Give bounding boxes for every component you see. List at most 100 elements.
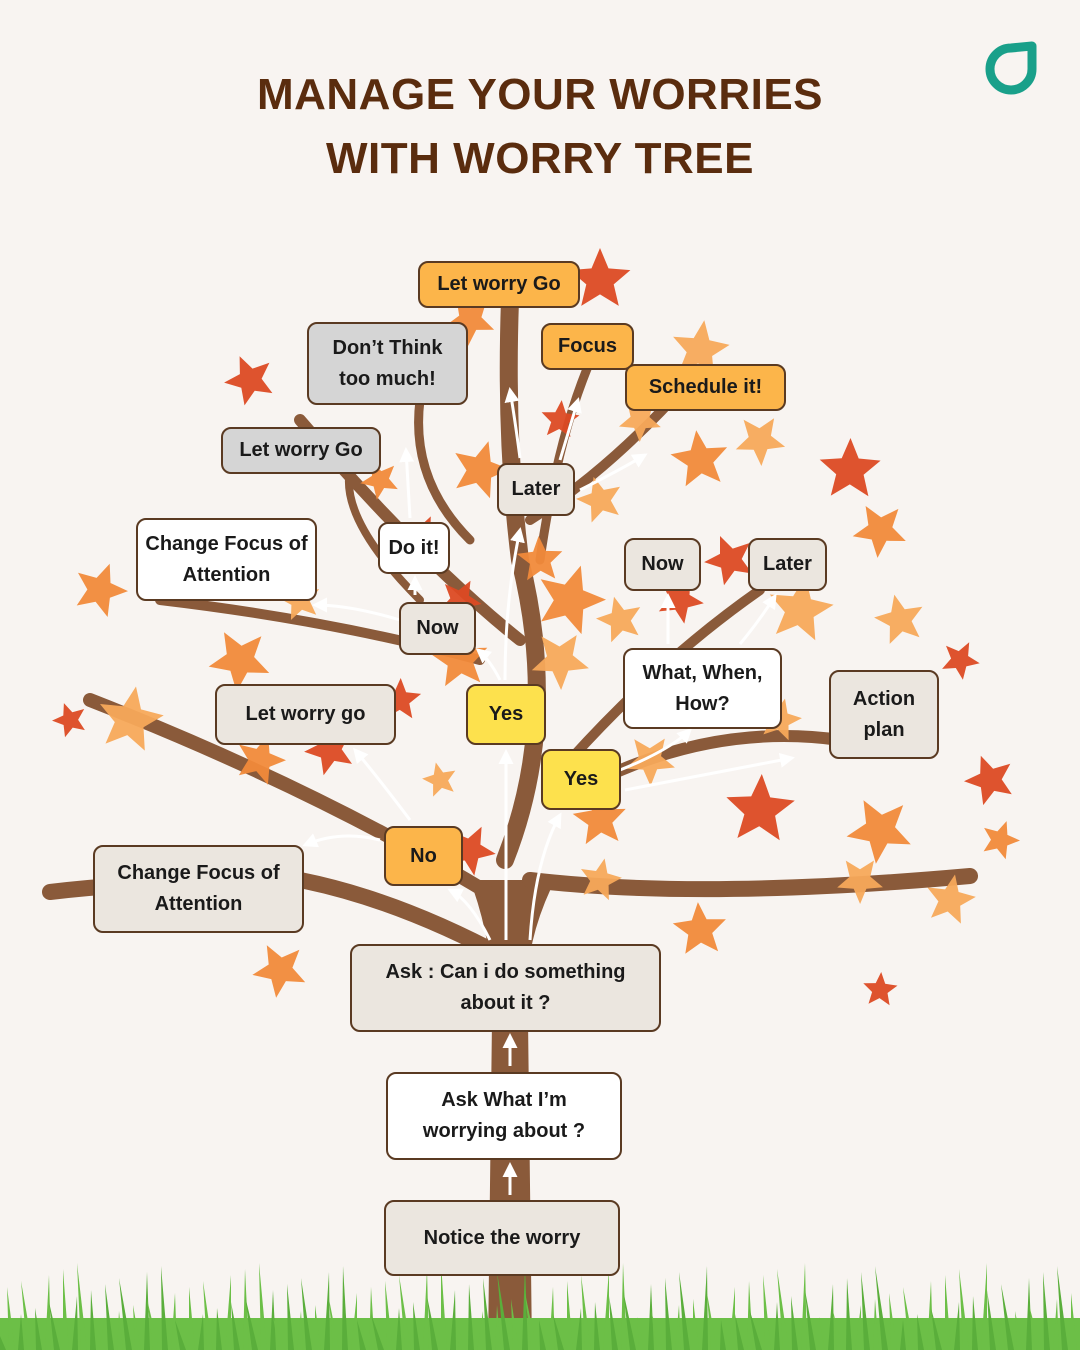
maple-leaf [819, 438, 881, 497]
grass-blade [161, 1266, 168, 1350]
grass-blade [539, 1320, 546, 1350]
grass-blade [720, 1320, 726, 1350]
flow-arrow [624, 752, 795, 792]
maple-leaf [576, 476, 620, 523]
grass-blade [342, 1266, 348, 1350]
grass-blade [329, 1299, 339, 1350]
grass-blade [1053, 1299, 1059, 1350]
grass-blade [77, 1263, 87, 1350]
grass-blade [231, 1302, 240, 1350]
grass-blade [385, 1281, 393, 1350]
grass-blade [875, 1266, 888, 1350]
node-later-right: Later [748, 538, 827, 591]
flow-arrow [619, 727, 693, 772]
grass-blade [609, 1296, 618, 1350]
grass-blade [833, 1311, 843, 1350]
maple-leaf [541, 400, 580, 438]
grass-blade [171, 1293, 177, 1350]
node-ask-can-do-something: Ask : Can i do something about it ? [350, 944, 661, 1032]
maple-leaf [52, 703, 85, 738]
tree-branch [414, 395, 475, 545]
grass-blade [21, 1281, 33, 1350]
maple-leaf [444, 297, 495, 346]
maple-leaf [569, 248, 631, 306]
maple-leaf [704, 536, 753, 586]
node-now-left: Now [399, 602, 476, 655]
node-yes-center: Yes [466, 684, 546, 745]
flow-arrow [302, 833, 381, 848]
maple-leaf [422, 762, 456, 797]
grass-blade [981, 1263, 987, 1350]
grass-blade [203, 1281, 213, 1350]
node-do-it: Do it! [378, 522, 450, 574]
grass-blade [576, 1308, 582, 1350]
grass-blade [423, 1269, 429, 1350]
grass-blade [693, 1299, 699, 1350]
grass-blade [243, 1269, 249, 1350]
grass-blade [931, 1308, 942, 1350]
grass-blade [245, 1296, 258, 1350]
grass-blade [351, 1293, 357, 1350]
grass-blade [105, 1284, 114, 1350]
maple-leaf [596, 596, 641, 643]
grass-blade [735, 1314, 744, 1350]
grass-blade [396, 1308, 402, 1350]
grass-blade [791, 1296, 798, 1350]
grass-blade [1029, 1305, 1041, 1350]
flow-arrow [353, 747, 412, 821]
grass-blade [1043, 1272, 1050, 1350]
flow-arrow [503, 527, 525, 681]
grass-blade [900, 1320, 906, 1350]
grass-blade [189, 1287, 195, 1350]
grass-blade [959, 1269, 969, 1350]
flow-arrow [312, 597, 401, 622]
grass-blade [553, 1314, 564, 1350]
maple-leaf [942, 642, 980, 680]
grass-blade [198, 1314, 204, 1350]
grass-blade [637, 1317, 645, 1350]
grass-blade [954, 1302, 960, 1350]
node-ask-what-worrying: Ask What I’m worrying about ? [386, 1072, 622, 1160]
page-title-line2: WITH WORRY TREE [326, 134, 754, 183]
maple-leaf [440, 580, 482, 622]
grass-blade [819, 1317, 825, 1350]
maple-leaf [540, 565, 606, 635]
grass-blade [1026, 1278, 1032, 1350]
grass-blade [259, 1263, 267, 1350]
grass-blade [147, 1299, 159, 1350]
maple-leaf [252, 945, 306, 998]
grass-blade [225, 1275, 231, 1350]
node-action-plan: Action plan [829, 670, 939, 759]
node-dont-think: Don’t Think too much! [307, 322, 468, 405]
maple-leaf [927, 874, 976, 924]
grass-blade [427, 1296, 438, 1350]
grass-blade [999, 1317, 1005, 1350]
grass-blade [72, 1296, 78, 1350]
flow-arrow [447, 888, 492, 941]
leaf-ring-logo-icon [985, 41, 1037, 95]
maple-leaf [572, 792, 626, 845]
grass-blade [623, 1290, 636, 1350]
maple-leaf [983, 821, 1020, 860]
grass-blade [468, 1284, 474, 1350]
maple-leaf [863, 972, 898, 1006]
grass-blade [846, 1278, 852, 1350]
grass-blade [594, 1302, 600, 1350]
node-focus: Focus [541, 323, 634, 370]
maple-leaf [100, 686, 164, 751]
grass-blade [450, 1290, 456, 1350]
grass-blade [144, 1272, 150, 1350]
grass-blade [549, 1287, 555, 1350]
grass-blade [525, 1293, 537, 1350]
maple-leaf [964, 755, 1012, 806]
grass-blade [287, 1284, 294, 1350]
maple-leaf [360, 462, 398, 500]
maple-leaf [208, 632, 270, 692]
maple-leaf [430, 630, 488, 687]
maple-leaf [769, 576, 834, 641]
grass-blade [648, 1284, 654, 1350]
grass-blade [1057, 1266, 1068, 1350]
node-schedule-it: Schedule it! [625, 364, 786, 411]
grass-blade [511, 1299, 519, 1350]
